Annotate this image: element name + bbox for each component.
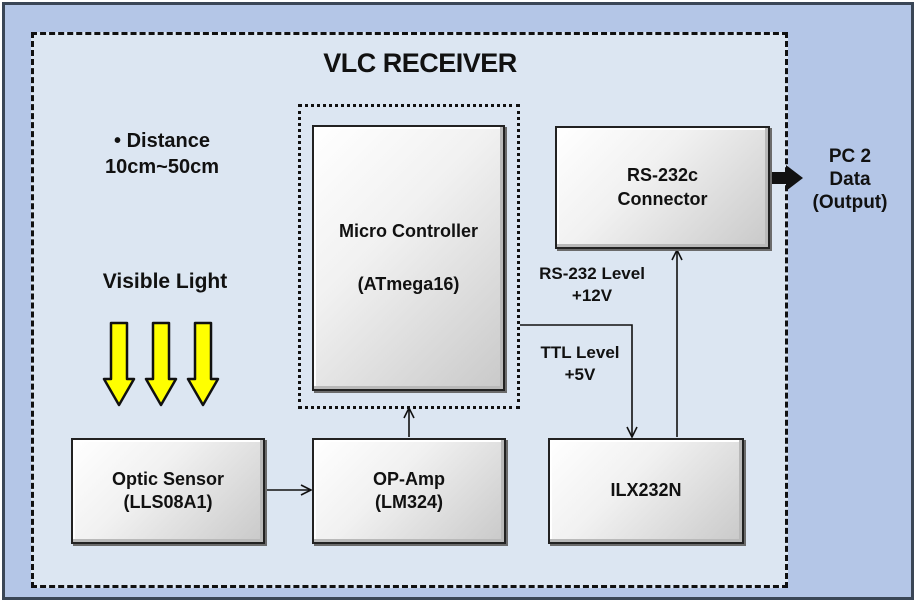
light-arrow-1-icon: [102, 321, 136, 407]
output-arrow-icon: [770, 165, 803, 191]
micro-controller-block: Micro Controller (ATmega16): [312, 125, 505, 391]
light-arrow-3-icon: [186, 321, 220, 407]
output-label: PC 2 Data (Output): [812, 146, 888, 213]
light-arrow-2-icon: [144, 321, 178, 407]
visible-light-label: Visible Light: [102, 270, 228, 293]
ilx232n-block: ILX232N: [548, 438, 744, 544]
mcu-to-ilx-arrow: [520, 324, 632, 437]
rs232c-connector-block: RS-232c Connector: [555, 126, 770, 249]
optic-sensor-block: Optic Sensor (LLS08A1): [71, 438, 265, 544]
distance-label: • Distance 10cm~50cm: [105, 130, 219, 178]
op-amp-block: OP-Amp (LM324): [312, 438, 506, 544]
rs232-level-label: RS-232 Level +12V: [539, 264, 645, 306]
diagram-title: VLC RECEIVER: [323, 48, 517, 78]
ttl-level-label: TTL Level +5V: [540, 343, 620, 385]
